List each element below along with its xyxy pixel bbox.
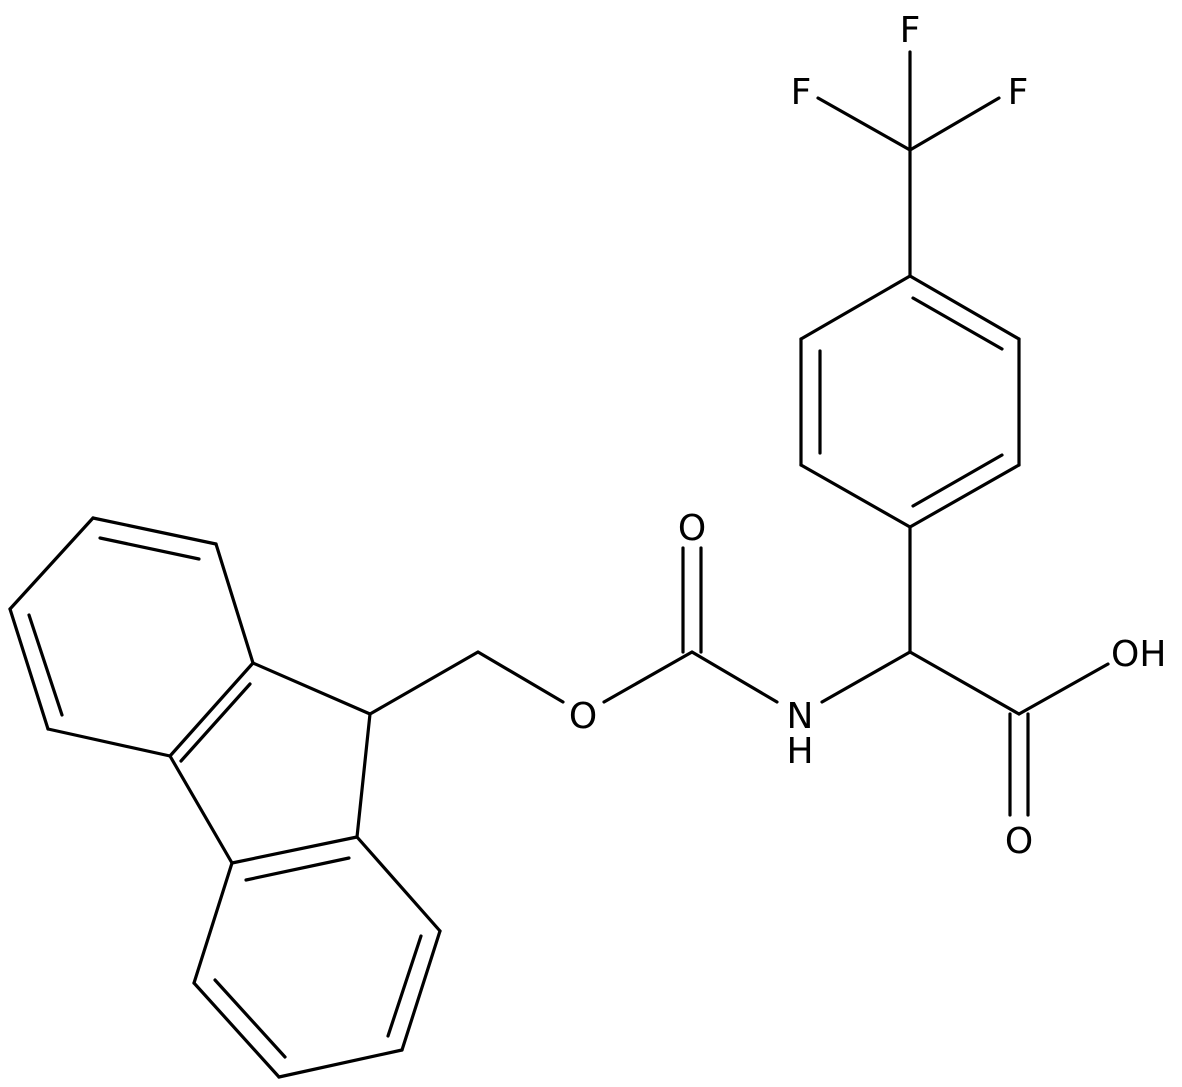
- fluorine-left-label: F: [791, 72, 812, 113]
- bond-n-carbamate: [690, 650, 779, 704]
- bond-o-ch2: [476, 650, 565, 704]
- bond-acid-oh: [1017, 662, 1110, 716]
- bond-cf3-f-right: [908, 96, 1001, 152]
- ester-oxygen-label: O: [569, 696, 597, 737]
- bond-carbamate-o: [602, 650, 694, 704]
- bond-bottom-2: [400, 929, 442, 1052]
- bond-c9-c9a: [251, 661, 372, 716]
- bond-ring-1: [908, 274, 1021, 341]
- bond-c9-c8a: [355, 712, 372, 839]
- bond-ring-3-inner: [911, 453, 1004, 508]
- bond-ch2-c9: [368, 650, 480, 716]
- fluorine-top-label: F: [900, 10, 921, 51]
- bond-bottom-1: [355, 835, 442, 933]
- bond-ring-4: [799, 463, 912, 529]
- bond-cf3-f-left: [816, 96, 912, 152]
- hydroxyl-label: OH: [1111, 634, 1166, 675]
- bond-ring-6: [799, 274, 912, 341]
- bond-left-1: [214, 542, 255, 665]
- bond-c4a-c8a-inner: [244, 856, 351, 882]
- bonds: [8, 50, 1110, 1079]
- bond-ring-3: [908, 463, 1021, 529]
- bond-c9a-c4b: [168, 661, 255, 758]
- bond-left-5: [46, 727, 172, 758]
- bond-ring-1-inner: [911, 296, 1004, 351]
- bond-c9a-c4b-inner: [179, 682, 252, 763]
- bond-alpha-acid: [908, 650, 1021, 716]
- bond-left-4-inner: [27, 613, 64, 717]
- atom-labels: F F F O O N H OH O: [569, 10, 1167, 862]
- bond-left-2: [91, 516, 218, 546]
- bond-alpha-n: [820, 650, 912, 704]
- bond-bottom-2-inner: [386, 934, 423, 1038]
- bond-c4a-c8a: [230, 835, 359, 865]
- amide-hydrogen-label: H: [786, 731, 813, 772]
- amide-nitrogen-label: N: [787, 696, 814, 737]
- carbamate-carbonyl-oxygen-label: O: [678, 508, 706, 549]
- bond-bottom-4: [192, 981, 281, 1079]
- fluorine-right-label: F: [1008, 72, 1029, 113]
- bond-bottom-4-inner: [213, 978, 287, 1059]
- bond-left-3: [8, 516, 95, 611]
- acid-carbonyl-oxygen-label: O: [1005, 821, 1033, 862]
- bond-left-4: [8, 607, 50, 731]
- bond-bottom-3: [277, 1048, 404, 1079]
- bond-bottom-5: [192, 861, 234, 985]
- bond-left-2-inner: [98, 536, 201, 561]
- bond-c4b-c4a: [168, 754, 234, 865]
